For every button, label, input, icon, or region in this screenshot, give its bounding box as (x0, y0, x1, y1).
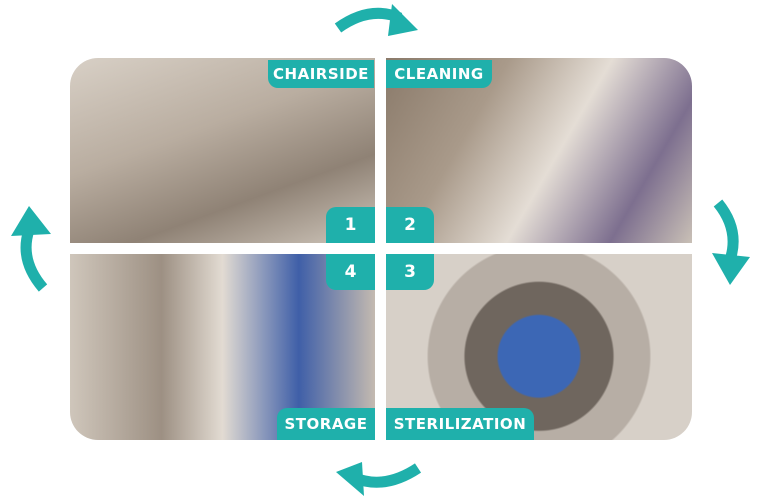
chairside-photo (70, 58, 375, 243)
step-number-1: 1 (326, 207, 375, 243)
cleaning-photo (386, 58, 692, 243)
step-number-4: 4 (326, 254, 375, 290)
step-label-cleaning: CLEANING (386, 60, 492, 88)
cycle-arrow-icon (334, 4, 418, 36)
cycle-arrow-icon (712, 199, 750, 285)
step-label-sterilization: STERILIZATION (386, 408, 534, 440)
step-label-storage: STORAGE (277, 408, 375, 440)
step-label-chairside: CHAIRSIDE (268, 60, 374, 88)
cycle-arrow-icon (11, 206, 51, 292)
step-number-3: 3 (386, 254, 434, 290)
step-number-2: 2 (386, 207, 434, 243)
cycle-arrow-icon (336, 462, 422, 496)
